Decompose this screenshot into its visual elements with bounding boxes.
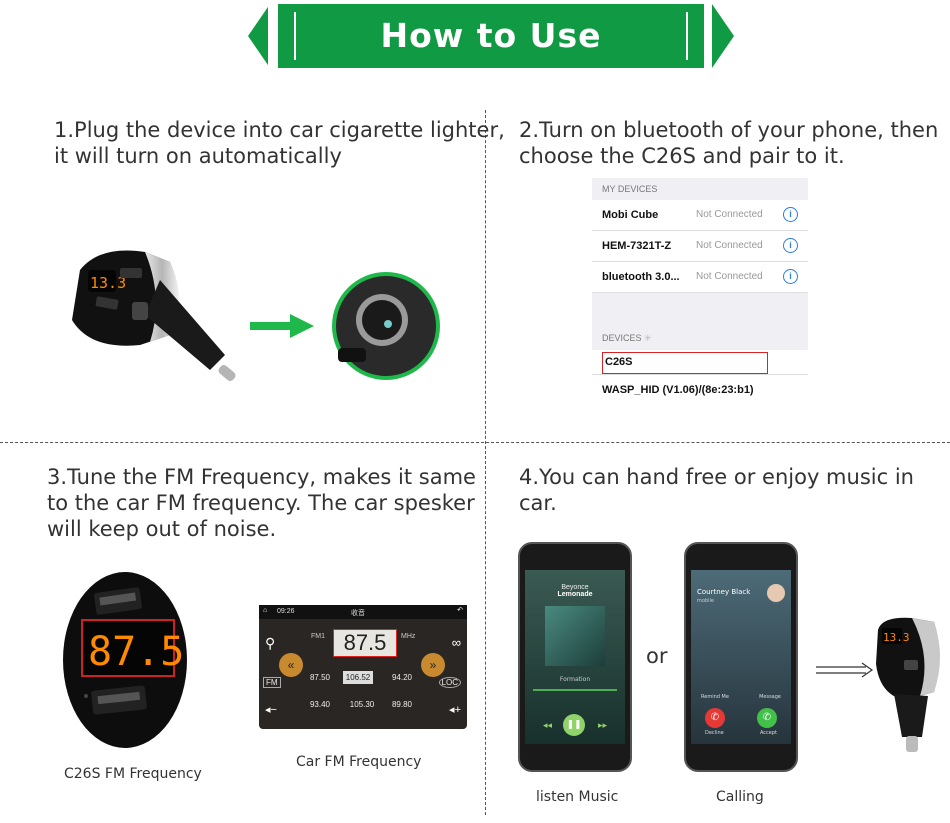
album-art bbox=[545, 606, 605, 666]
music-album: Lemonade bbox=[557, 591, 593, 598]
step-4-line-1: 4.You can hand free or enjoy music in ca… bbox=[519, 465, 914, 515]
preset[interactable]: 89.80 bbox=[391, 700, 413, 709]
next-icon[interactable]: ▸▸ bbox=[597, 721, 607, 731]
accept-button[interactable]: ✆ bbox=[757, 708, 777, 728]
charger-side-image: 13.3 bbox=[876, 617, 940, 752]
step-1-text: 1.Plug the device into car cigarette lig… bbox=[54, 117, 505, 169]
seek-back-button[interactable]: « bbox=[279, 653, 303, 677]
caption-car-fm: Car FM Frequency bbox=[296, 754, 422, 770]
step-2-line-2: choose the C26S and pair to it. bbox=[519, 144, 845, 168]
car-charger-image: 13.3 bbox=[72, 250, 236, 381]
step-1-line-2: it will turn on automatically bbox=[54, 144, 342, 168]
decline-label: Decline bbox=[705, 730, 724, 736]
step-2-text: 2.Turn on bluetooth of your phone, then … bbox=[519, 117, 938, 169]
bluetooth-device-list: MY DEVICES Mobi Cube Not Connected i HEM… bbox=[592, 178, 808, 404]
device-display-large: 87.5 bbox=[88, 629, 184, 675]
bt-device-row[interactable]: HEM-7321T-Z Not Connected i bbox=[592, 231, 808, 262]
preset[interactable]: 105.30 bbox=[349, 700, 375, 709]
caption-c26s: C26S FM Frequency bbox=[64, 766, 202, 782]
caller-name: Courtney Black bbox=[697, 588, 751, 596]
info-icon[interactable]: i bbox=[783, 269, 798, 284]
loop-icon[interactable]: ∞ bbox=[451, 635, 461, 650]
step-3-line-1: 3.Tune the FM Frequency, makes it same bbox=[47, 465, 476, 489]
page-title: How to Use bbox=[380, 16, 602, 55]
bt-device-row-c26s[interactable]: C26S bbox=[592, 350, 808, 375]
volume-down-icon[interactable]: ◂− bbox=[265, 704, 277, 716]
bt-device-row[interactable]: WASP_HID (V1.06)/(8e:23:b1) bbox=[592, 375, 808, 404]
vertical-divider bbox=[485, 110, 486, 815]
info-icon[interactable]: i bbox=[783, 238, 798, 253]
devices-header: DEVICES ✳ bbox=[602, 333, 652, 343]
caption-calling: Calling bbox=[716, 789, 764, 805]
my-devices-header: MY DEVICES bbox=[602, 184, 658, 194]
preset-active[interactable]: 106.52 bbox=[343, 671, 373, 684]
car-radio-screen: ⌂ 09:26 收音 ↶ ⚲ FM1 87.5 MHz ∞ « » 87.50 … bbox=[259, 605, 467, 729]
banner-right-arrow bbox=[712, 4, 734, 68]
preset[interactable]: 93.40 bbox=[309, 700, 331, 709]
bt-device-row[interactable]: Mobi Cube Not Connected i bbox=[592, 200, 808, 231]
message-button[interactable]: Message bbox=[759, 694, 781, 700]
header-banner: How to Use bbox=[248, 4, 734, 68]
cigarette-lighter-image bbox=[332, 272, 440, 380]
device-display-side: 13.3 bbox=[883, 631, 910, 644]
or-text: or bbox=[646, 644, 668, 668]
music-artist: Beyonce bbox=[561, 584, 589, 591]
music-track: Formation bbox=[559, 676, 591, 683]
bt-device-row[interactable]: bluetooth 3.0... Not Connected i bbox=[592, 262, 808, 293]
previous-icon[interactable]: ◂◂ bbox=[543, 721, 553, 731]
step-4-text: 4.You can hand free or enjoy music in ca… bbox=[519, 464, 950, 516]
back-icon: ↶ bbox=[457, 607, 463, 614]
volume-up-icon[interactable]: ◂+ bbox=[449, 704, 461, 716]
info-icon[interactable]: i bbox=[783, 207, 798, 222]
caption-listen: listen Music bbox=[536, 789, 619, 805]
horizontal-divider bbox=[0, 442, 950, 443]
charger-front-image: 87.5 bbox=[63, 572, 187, 748]
search-icon[interactable]: ⚲ bbox=[265, 635, 276, 651]
remind-me-button[interactable]: Remind Me bbox=[701, 694, 729, 700]
pause-button[interactable]: ❚❚ bbox=[563, 714, 585, 736]
music-phone: Beyonce Lemonade Formation ❚❚ ◂◂ ▸▸ bbox=[518, 542, 632, 772]
banner-left-arrow bbox=[248, 4, 270, 68]
radio-status-bar: ⌂ 09:26 收音 ↶ bbox=[259, 605, 467, 619]
home-icon: ⌂ bbox=[263, 607, 268, 614]
device-display-small: 13.3 bbox=[90, 274, 126, 292]
loc-icon[interactable]: LOC bbox=[438, 677, 461, 688]
avatar bbox=[767, 584, 785, 602]
step-3-line-2: to the car FM frequency. The car spesker bbox=[47, 491, 475, 515]
accept-label: Accept bbox=[759, 730, 777, 736]
preset[interactable]: 87.50 bbox=[309, 673, 331, 682]
decline-button[interactable]: ✆ bbox=[705, 708, 725, 728]
double-arrow-icon bbox=[816, 662, 874, 678]
preset[interactable]: 94.20 bbox=[391, 673, 413, 682]
radio-frequency: 87.5 bbox=[333, 629, 397, 657]
caller-line: mobile bbox=[697, 598, 714, 604]
seek-forward-button[interactable]: » bbox=[421, 653, 445, 677]
right-arrow-icon bbox=[250, 314, 314, 338]
step-3-line-3: will keep out of noise. bbox=[47, 517, 277, 541]
calling-phone: Courtney Black mobile Remind Me Message … bbox=[684, 542, 798, 772]
highlight-box bbox=[602, 352, 768, 374]
step-2-line-1: 2.Turn on bluetooth of your phone, then bbox=[519, 118, 939, 142]
step-1-line-1: 1.Plug the device into car cigarette lig… bbox=[54, 118, 505, 142]
am-fm-icon[interactable]: FM bbox=[263, 677, 281, 688]
step-3-text: 3.Tune the FM Frequency, makes it same t… bbox=[47, 464, 476, 542]
